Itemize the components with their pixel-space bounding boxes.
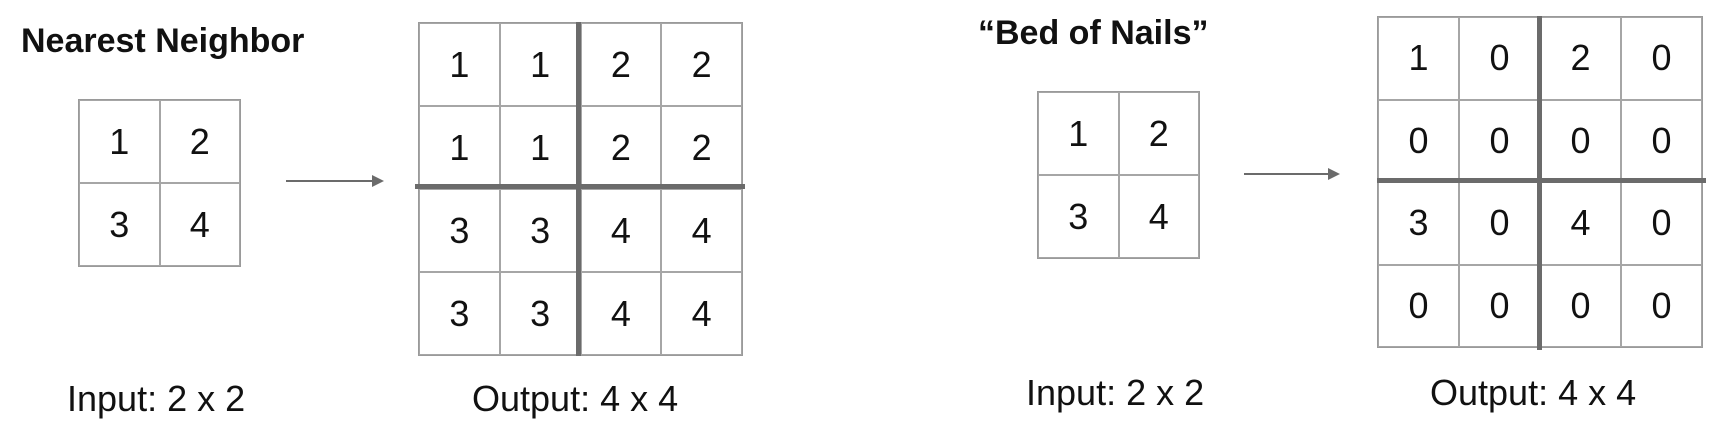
nn-input-caption: Input: 2 x 2	[67, 378, 246, 419]
grid-cell: 0	[1621, 99, 1702, 182]
grid-cell: 2	[661, 106, 742, 189]
grid-cell: 1	[79, 100, 160, 183]
grid-cell: 2	[661, 23, 742, 106]
nn-output-vertical-divider	[576, 22, 581, 356]
grid-cell: 0	[1459, 99, 1540, 182]
bon-output-caption: Output: 4 x 4	[1430, 372, 1637, 413]
grid-cell: 3	[79, 183, 160, 266]
grid-cell: 3	[499, 272, 581, 355]
grid-cell: 0	[1540, 264, 1621, 347]
nn-output-horizontal-divider	[415, 184, 745, 189]
grid-cell: 0	[1459, 264, 1540, 347]
grid-cell: 1	[499, 23, 581, 106]
bed-of-nails-title: “Bed of Nails”	[978, 14, 1209, 52]
bon-arrow-icon	[1244, 168, 1340, 180]
bon-input-caption: Input: 2 x 2	[1026, 372, 1205, 413]
grid-cell: 2	[1540, 17, 1621, 100]
grid-cell: 2	[1118, 92, 1199, 175]
grid-cell: 0	[1621, 264, 1702, 347]
grid-cell: 1	[419, 23, 500, 106]
grid-cell: 1	[499, 106, 581, 189]
grid-cell: 3	[419, 189, 500, 272]
grid-cell: 4	[580, 272, 662, 355]
grid-cell: 4	[580, 189, 662, 272]
grid-cell: 3	[1038, 175, 1119, 258]
grid-cell: 4	[661, 189, 742, 272]
grid-cell: 1	[1378, 17, 1459, 100]
grid-cell: 3	[419, 272, 500, 355]
grid-cell: 0	[1459, 182, 1540, 265]
grid-cell: 2	[159, 100, 240, 183]
grid-cell: 0	[1459, 17, 1540, 100]
grid-cell: 4	[159, 183, 240, 266]
grid-cell: 4	[1118, 175, 1199, 258]
grid-cell: 0	[1378, 99, 1459, 182]
grid-cell: 2	[580, 23, 662, 106]
bon-output-vertical-divider	[1537, 16, 1542, 350]
nearest-neighbor-title: Nearest Neighbor	[21, 22, 305, 60]
grid-cell: 0	[1378, 264, 1459, 347]
grid-cell: 0	[1540, 99, 1621, 182]
grid-cell: 0	[1621, 17, 1702, 100]
grid-cell: 0	[1621, 182, 1702, 265]
grid-cell: 1	[419, 106, 500, 189]
grid-cell: 4	[1540, 182, 1621, 265]
bon-output-horizontal-divider	[1377, 178, 1706, 183]
grid-cell: 3	[499, 189, 581, 272]
nn-arrow-icon	[286, 175, 384, 187]
grid-cell: 2	[580, 106, 662, 189]
nn-output-caption: Output: 4 x 4	[472, 378, 679, 419]
grid-cell: 4	[661, 272, 742, 355]
grid-cell: 1	[1038, 92, 1119, 175]
grid-cell: 3	[1378, 182, 1459, 265]
